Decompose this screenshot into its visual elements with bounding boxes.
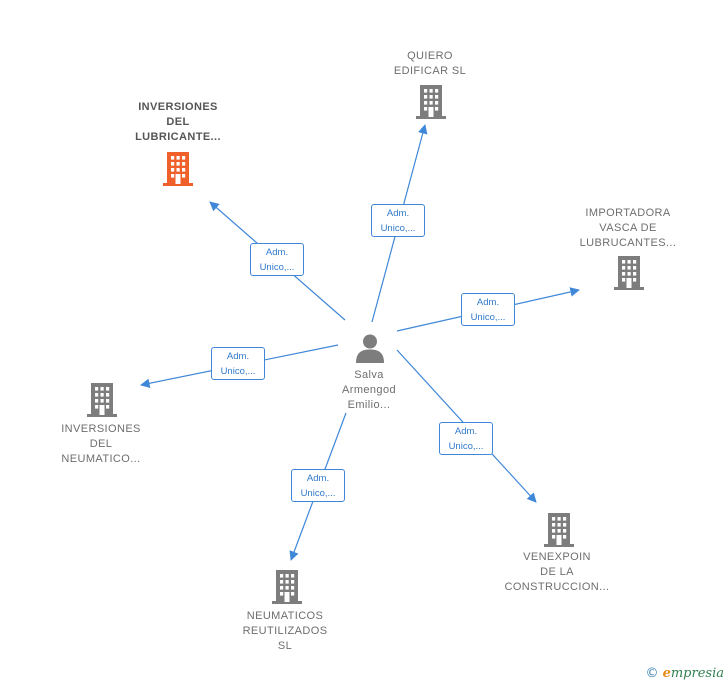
company-name-quiero[interactable]: QUIERO EDIFICAR SL [394,49,466,79]
edge-label-line: Unico,... [380,223,416,234]
company-name-line: DEL [166,116,190,128]
edge-label-inversiones-neumatico[interactable]: Adm. Unico,... [211,347,265,380]
building-icon[interactable] [614,256,644,290]
person-name-line: Armengod [342,384,396,396]
company-name-inversiones-lubricante[interactable]: INVERSIONES DEL LUBRICANTE... [135,100,221,145]
company-name-line: QUIERO [407,50,453,62]
edge-label-venexpoin[interactable]: Adm. Unico,... [439,422,493,455]
edge-label-line: Adm. [265,247,289,258]
building-icon[interactable] [416,85,446,119]
building-icon[interactable] [272,570,302,604]
company-name-line: VASCA DE [599,222,657,234]
company-name-line: EDIFICAR SL [393,65,467,77]
company-name-venexpoin[interactable]: VENEXPOIN DE LA CONSTRUCCION... [505,550,610,595]
building-icon[interactable] [544,513,574,547]
company-name-line: IMPORTADORA [585,207,671,219]
edge-label-importadora[interactable]: Adm. Unico,... [461,293,515,326]
brand-initial: e [662,666,671,681]
company-name-neumaticos[interactable]: NEUMATICOS REUTILIZADOS SL [243,609,328,654]
edge-label-line: Adm. [306,473,330,484]
edge-label-line: Adm. [454,426,478,437]
company-name-line: DE LA [540,566,574,578]
company-name-line: REUTILIZADOS [242,625,328,637]
edge-label-quiero[interactable]: Adm. Unico,... [371,204,425,237]
company-name-line: INVERSIONES [138,101,218,113]
company-name-line: CONSTRUCCION... [504,581,610,593]
company-name-line: SL [277,640,293,652]
edge-label-line: Adm. [386,208,410,219]
company-name-line: LUBRUCANTES... [579,237,677,249]
person-name-line: Salva [354,369,384,381]
brand-name: mpresia [670,666,724,681]
edge-label-line: Unico,... [448,441,484,452]
copyright-symbol: © [645,666,659,681]
person-name-line: Emilio... [347,399,391,411]
edge-label-inversiones-lubricante[interactable]: Adm. Unico,... [250,243,304,276]
edge-label-line: Unico,... [470,312,506,323]
company-name-inversiones-neumatico[interactable]: INVERSIONES DEL NEUMATICO... [61,422,141,467]
edge-label-neumaticos[interactable]: Adm. Unico,... [291,469,345,502]
company-name-importadora[interactable]: IMPORTADORA VASCA DE LUBRUCANTES... [580,206,677,251]
company-name-line: LUBRICANTE... [135,131,221,143]
company-name-line: INVERSIONES [61,423,141,435]
company-name-line: VENEXPOIN [523,551,591,563]
edge-label-line: Unico,... [259,262,295,273]
edge-label-line: Unico,... [300,488,336,499]
person-icon[interactable] [355,333,385,363]
company-name-line: NEUMATICOS [246,610,324,622]
company-name-line: DEL [89,438,113,450]
building-icon[interactable] [163,152,193,186]
edge-label-line: Unico,... [220,366,256,377]
edge-label-line: Adm. [226,351,250,362]
building-icon[interactable] [87,383,117,417]
company-name-line: NEUMATICO... [61,453,141,465]
brand-footer: © empresia [645,666,724,681]
edge-label-line: Adm. [476,297,500,308]
